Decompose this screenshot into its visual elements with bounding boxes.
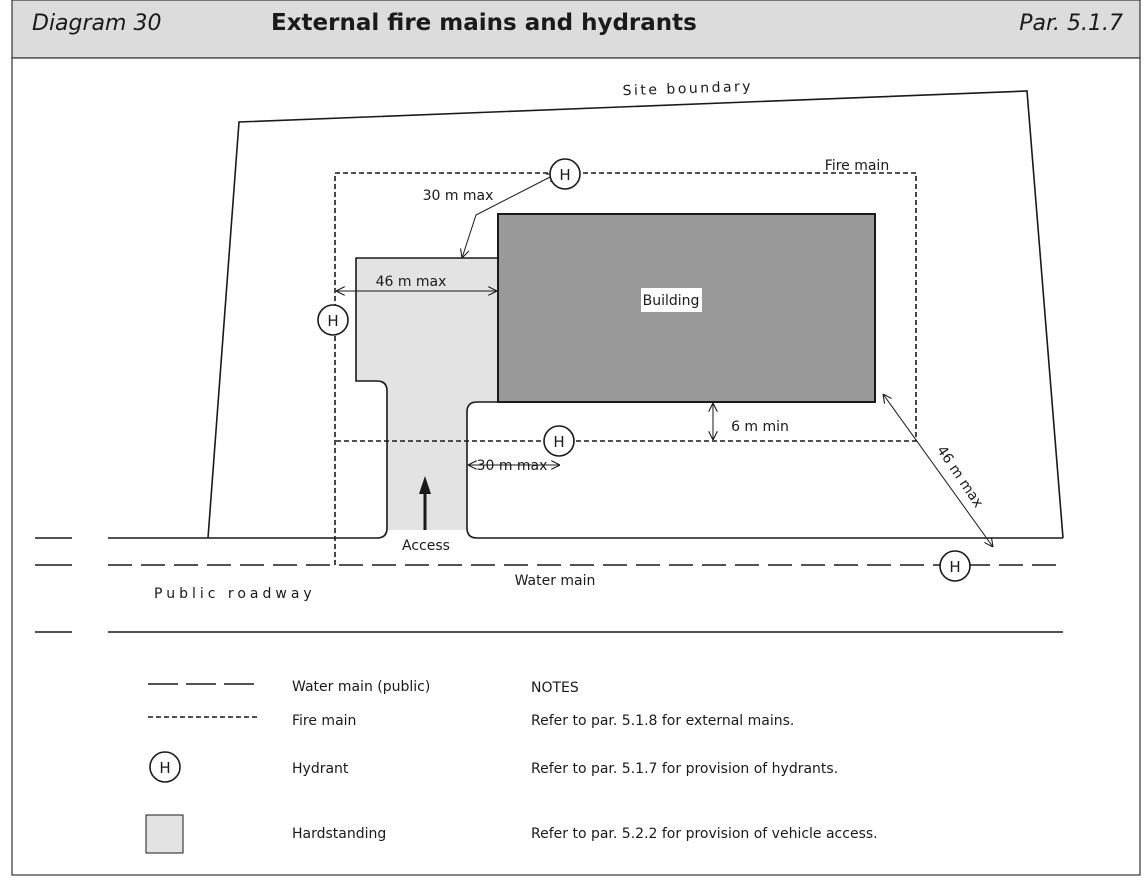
note: Refer to par. 5.1.8 for external mains.	[531, 713, 794, 729]
access-label: Access	[402, 538, 450, 554]
dimension-label: 30 m max	[477, 458, 548, 474]
svg-text:H: H	[949, 558, 960, 576]
access-arrow-head	[419, 476, 431, 494]
header-bar	[11, 0, 1141, 59]
svg-text:H: H	[159, 759, 170, 777]
dimension-46m-right	[883, 394, 993, 547]
paragraph-ref: Par. 5.1.7	[1019, 11, 1123, 36]
hydrant: H	[939, 550, 971, 582]
diagram-number: Diagram 30	[32, 11, 161, 36]
dimension-30m-top	[462, 174, 556, 258]
svg-text:H: H	[327, 312, 338, 330]
site-boundary-line	[207, 90, 1064, 539]
hardstanding-area	[356, 258, 498, 530]
building-label: Building	[643, 293, 700, 309]
svg-text:H: H	[553, 433, 564, 451]
site-boundary-label: Site boundary	[622, 79, 753, 100]
note: Refer to par. 5.2.2 for provision of veh…	[531, 826, 878, 842]
svg-text:H: H	[559, 166, 570, 184]
hydrant: H	[317, 304, 349, 336]
notes-heading: NOTES	[531, 680, 579, 696]
hydrant: H	[549, 158, 581, 190]
legend-label: Hydrant	[292, 761, 349, 777]
legend-label: Hardstanding	[292, 826, 386, 842]
legend-hydrant-symbol: H	[149, 751, 181, 783]
legend-label: Water main (public)	[292, 679, 430, 695]
dimension-label: 30 m max	[423, 188, 494, 204]
fire-main-label: Fire main	[825, 158, 889, 174]
fire-main-line	[334, 172, 917, 565]
public-roadway-label: Public roadway	[154, 586, 316, 602]
building-label-bg	[641, 288, 702, 312]
road-edge	[466, 401, 1063, 539]
hydrant: H	[543, 425, 575, 457]
water-main-label: Water main	[515, 573, 596, 589]
dimension-label: 6 m min	[731, 419, 789, 435]
legend-hardstanding-symbol	[145, 814, 184, 854]
diagram-title: External fire mains and hydrants	[271, 10, 697, 36]
legend-label: Fire main	[292, 713, 356, 729]
dimension-label: 46 m max	[376, 274, 447, 290]
hardstanding-outline	[108, 257, 498, 539]
note: Refer to par. 5.1.7 for provision of hyd…	[531, 761, 838, 777]
